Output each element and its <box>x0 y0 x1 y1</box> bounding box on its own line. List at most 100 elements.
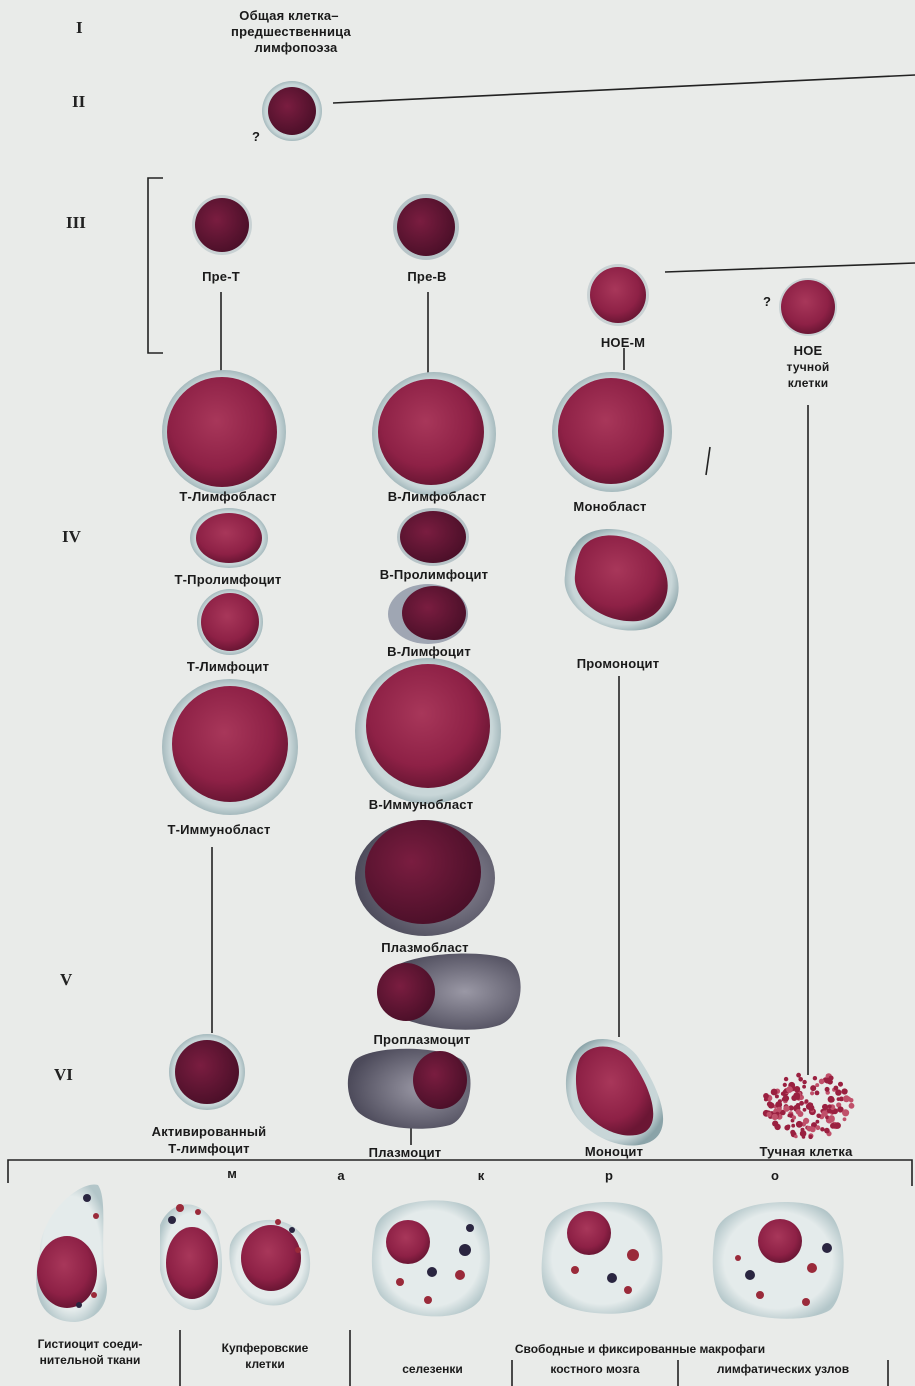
mast-granule <box>772 1114 778 1120</box>
cell-proplasmocyte <box>377 953 521 1029</box>
cell-macrophage-lymph-nodes <box>713 1202 844 1319</box>
mast-granule <box>824 1128 830 1134</box>
mast-granule <box>828 1115 834 1121</box>
label-activated-t-line2: Т-лимфоцит <box>168 1141 249 1156</box>
mast-granule <box>810 1091 814 1095</box>
mast-granule <box>783 1095 790 1102</box>
mast-granule <box>794 1135 798 1139</box>
label-pre-b: Пре-В <box>407 269 446 284</box>
label-bone-marrow: костного мозга <box>515 1362 675 1376</box>
cell-t-prolymphocyte <box>190 508 268 568</box>
mast-granule <box>825 1087 830 1092</box>
line-noe-m-branch <box>665 263 915 272</box>
label-lymph-nodes: лимфатических узлов <box>680 1362 886 1376</box>
cell-mast-granules <box>763 1073 855 1139</box>
mast-granule <box>802 1080 806 1084</box>
mast-granule <box>796 1121 803 1128</box>
label-kupffer-line1: Купферовские <box>184 1341 346 1355</box>
mast-granule <box>786 1086 793 1093</box>
mast-granule <box>821 1110 827 1116</box>
cell-activated-t-lymphocyte <box>169 1034 245 1110</box>
cell-pre-t <box>192 195 252 255</box>
label-noe-mast-line2: тучной <box>787 360 830 375</box>
cell-b-prolymphocyte <box>397 508 469 566</box>
label-proplasmocyte: Проплазмоцит <box>374 1032 471 1047</box>
label-plasmoblast: Плазмобласт <box>381 940 469 955</box>
letter-m: м <box>227 1166 237 1181</box>
label-plasmocyte: Плазмоцит <box>369 1145 442 1160</box>
mast-granule <box>802 1085 806 1089</box>
label-b-lymphocyte: В-Лимфоцит <box>387 644 471 659</box>
cell-b-immunoblast <box>355 658 501 804</box>
cell-t-immunoblast <box>162 679 298 815</box>
letter-o: о <box>771 1168 779 1183</box>
mast-granule <box>792 1115 796 1119</box>
mast-granule <box>816 1125 821 1130</box>
mast-granule <box>802 1135 806 1139</box>
mast-granule <box>816 1114 821 1119</box>
mast-granule <box>842 1109 849 1116</box>
mast-granule <box>828 1104 832 1108</box>
cell-histiocyte <box>36 1185 107 1322</box>
cell-t-lymphoblast <box>162 370 286 494</box>
mast-granule <box>796 1073 801 1078</box>
mast-granule <box>767 1101 773 1107</box>
mast-granule <box>828 1096 835 1103</box>
label-common-line2: предшественница <box>231 24 351 39</box>
mast-granule <box>784 1077 788 1081</box>
label-noe-mast-line3: клетки <box>788 376 829 391</box>
cell-noe-m <box>587 264 649 326</box>
mast-granule <box>815 1091 820 1096</box>
cell-promonocyte <box>565 529 679 631</box>
mast-granule <box>816 1120 820 1124</box>
label-t-lymphoblast: Т-Лимфобласт <box>179 489 276 504</box>
level-i: I <box>76 18 83 38</box>
cell-kupffer-2 <box>229 1219 310 1306</box>
question-mark-noe-mast: ? <box>763 294 771 309</box>
question-mark-common: ? <box>252 129 260 144</box>
mast-granule <box>781 1092 785 1096</box>
mast-granule <box>803 1108 807 1112</box>
mast-granule <box>801 1128 805 1132</box>
mast-granule <box>808 1135 812 1139</box>
mast-granule <box>807 1126 811 1130</box>
mast-granule <box>784 1125 790 1131</box>
label-kupffer-line2: клетки <box>184 1357 346 1371</box>
cell-common-progenitor <box>262 81 322 141</box>
label-noe-m: НОЕ-М <box>601 335 645 350</box>
cell-plasmocyte <box>348 1049 471 1129</box>
cell-pre-b <box>393 194 459 260</box>
mast-granule <box>793 1092 800 1099</box>
mast-granule <box>797 1111 803 1117</box>
label-free-fixed-macrophages: Свободные и фиксированные макрофаги <box>390 1342 890 1356</box>
label-b-immunoblast: В-Иммунобласт <box>369 797 474 812</box>
mast-granule <box>815 1083 819 1087</box>
label-b-prolymphocyte: В-Пролимфоцит <box>380 567 488 582</box>
line-common-to-right <box>333 75 915 103</box>
mast-granule <box>813 1076 817 1080</box>
mast-granule <box>842 1088 848 1094</box>
label-histiocyte-line1: Гистиоцит соеди- <box>4 1337 176 1351</box>
cell-b-lymphocyte <box>388 584 468 644</box>
mast-granule <box>838 1082 843 1087</box>
label-t-lymphocyte: Т-Лимфоцит <box>187 659 269 674</box>
mast-granule <box>777 1107 782 1112</box>
mast-granule <box>764 1097 768 1101</box>
label-monoblast: Монобласт <box>573 499 646 514</box>
cell-monocyte <box>566 1039 663 1145</box>
mast-granule <box>810 1127 816 1133</box>
mast-granule <box>794 1086 800 1092</box>
cell-plasmoblast <box>355 820 495 936</box>
letter-a: а <box>337 1168 344 1183</box>
cell-macrophage-spleen <box>372 1200 490 1316</box>
label-common-line3: лимфопоэза <box>255 40 338 55</box>
mast-granule <box>809 1103 813 1107</box>
label-common-line1: Общая клетка– <box>239 8 338 23</box>
line-monocyte-tick <box>706 447 710 475</box>
label-histiocyte-line2: нительной ткани <box>4 1353 176 1367</box>
label-spleen: селезенки <box>355 1362 510 1376</box>
label-b-lymphoblast: В-Лимфобласт <box>388 489 487 504</box>
mast-granule <box>834 1086 839 1091</box>
mast-granule <box>849 1103 855 1109</box>
label-t-immunoblast: Т-Иммунобласт <box>167 822 270 837</box>
